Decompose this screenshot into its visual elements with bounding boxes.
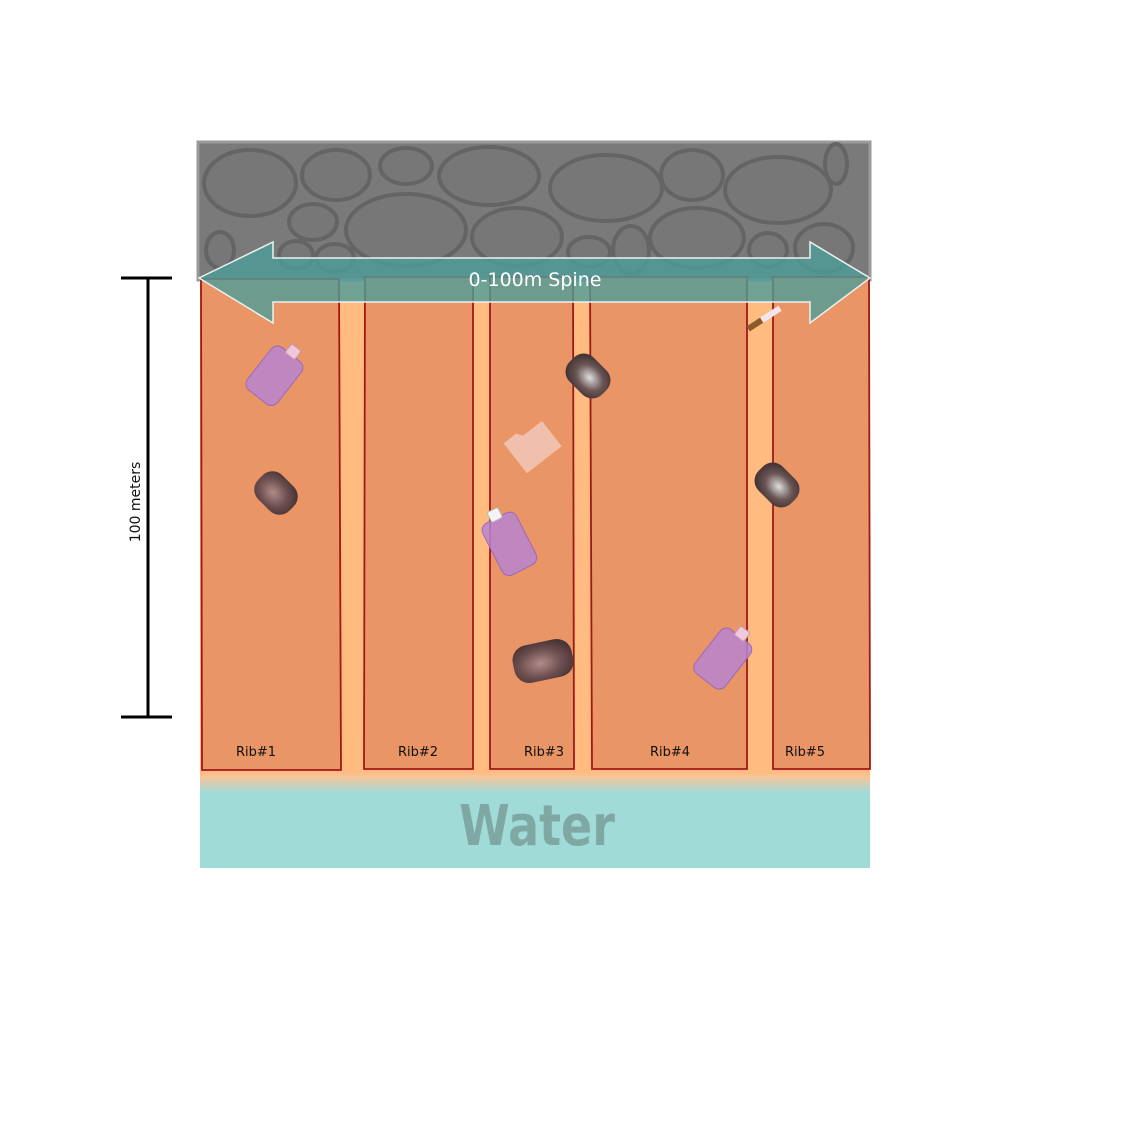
bottle-icon (245, 344, 304, 407)
bottle-icon (693, 626, 753, 690)
rock-icon (565, 353, 611, 399)
water-area (200, 772, 870, 868)
spine-label: 0-100m Spine (469, 269, 602, 291)
scale-label: 100 meters (128, 462, 144, 543)
rib-label-2: Rib#2 (398, 745, 438, 760)
rock-icon (754, 462, 800, 508)
water-label: Water (459, 794, 615, 860)
rock-icon (254, 471, 298, 515)
spine-arrow (197, 240, 872, 325)
rib-5 (772, 276, 871, 770)
rib-label-5: Rib#5 (785, 745, 825, 760)
rock-icon (512, 638, 574, 684)
rib-label-3: Rib#3 (524, 745, 564, 760)
bottle-icon (481, 507, 538, 577)
paper-icon (503, 420, 562, 474)
rock-band (196, 140, 872, 282)
rib-label-1: Rib#1 (236, 745, 276, 760)
rib-2 (363, 276, 474, 770)
rib-4 (589, 276, 748, 770)
cigarette-icon (746, 305, 782, 332)
scale-bar (121, 276, 172, 719)
rib-label-4: Rib#4 (650, 745, 690, 760)
